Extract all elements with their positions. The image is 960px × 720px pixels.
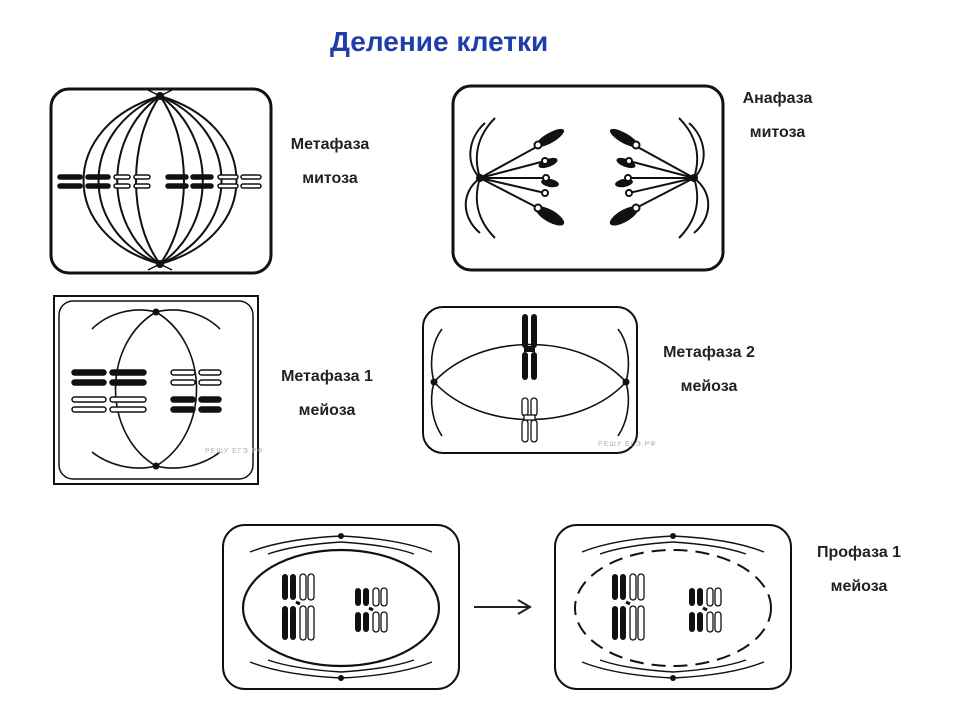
diagram-prophase1-meiosis-late (554, 524, 792, 690)
label-metaphase2-meiosis: Метафаза 2 мейоза (663, 344, 755, 395)
label-metaphase1-meiosis: Метафаза 1 мейоза (281, 368, 373, 419)
diagram-metaphase-mitosis (49, 87, 273, 275)
label-anaphase-mitosis: Анафаза митоза (742, 90, 813, 141)
diagram-anaphase-mitosis (451, 84, 725, 272)
label-prophase1-meiosis: Профаза 1 мейоза (816, 544, 902, 595)
watermark: РЕШУ ЕГЭ.РФ (205, 448, 264, 455)
right-arrow-icon (474, 599, 532, 615)
diagram-metaphase1-meiosis (53, 295, 259, 485)
watermark: РЕШУ ЕГЭ.РФ (598, 441, 657, 448)
diagram-metaphase2-meiosis (422, 306, 638, 454)
page-title: Деление клетки (330, 26, 549, 57)
diagram-prophase1-meiosis-early (222, 524, 460, 690)
label-metaphase-mitosis: Метафаза митоза (290, 136, 370, 187)
